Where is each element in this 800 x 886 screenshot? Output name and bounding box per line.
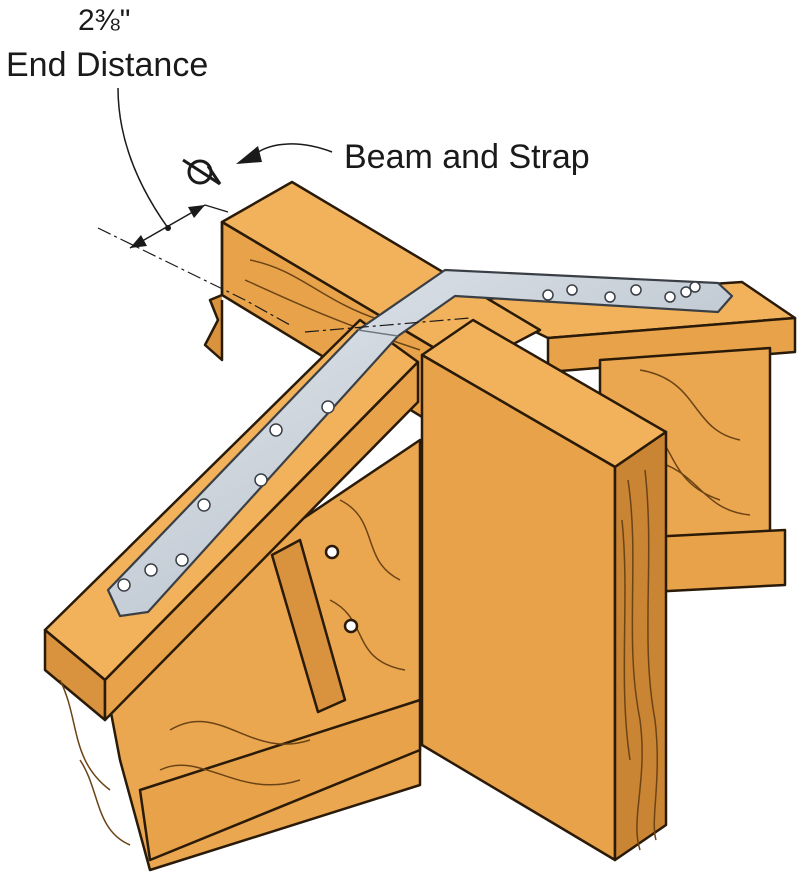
centerline-symbol-icon [182,158,222,186]
post-right-face [613,430,668,862]
post-grain [621,469,659,851]
left-joist-bottom-flange [138,698,422,862]
centerline [97,227,471,333]
end-distance-value: 2⅜" [78,4,131,37]
leader-arrow-icon [236,146,262,164]
left-joist-grain [59,499,406,846]
beam-and-strap-label: Beam and Strap [344,138,590,176]
dimension-leader-curve [117,87,169,229]
strap-body [106,268,734,618]
dimension-arrow-icon-2 [130,235,147,248]
strap-nail-holes [117,281,701,592]
web-hole-1 [324,544,340,560]
web-hole-2 [343,618,359,634]
main-beam-end [203,222,224,362]
beam-strap-callout [182,143,333,186]
end-distance-label: End Distance [6,46,209,84]
dimension-arrow-icon [188,205,205,218]
leader-curve [254,143,333,155]
strap [106,268,734,618]
end-distance-dimension [117,87,229,249]
left-joist-stiffener [270,538,347,714]
front-post [420,318,668,862]
strap-bend-line [357,329,399,337]
left-i-joist [43,318,422,872]
left-joist-flange-side [103,360,420,722]
